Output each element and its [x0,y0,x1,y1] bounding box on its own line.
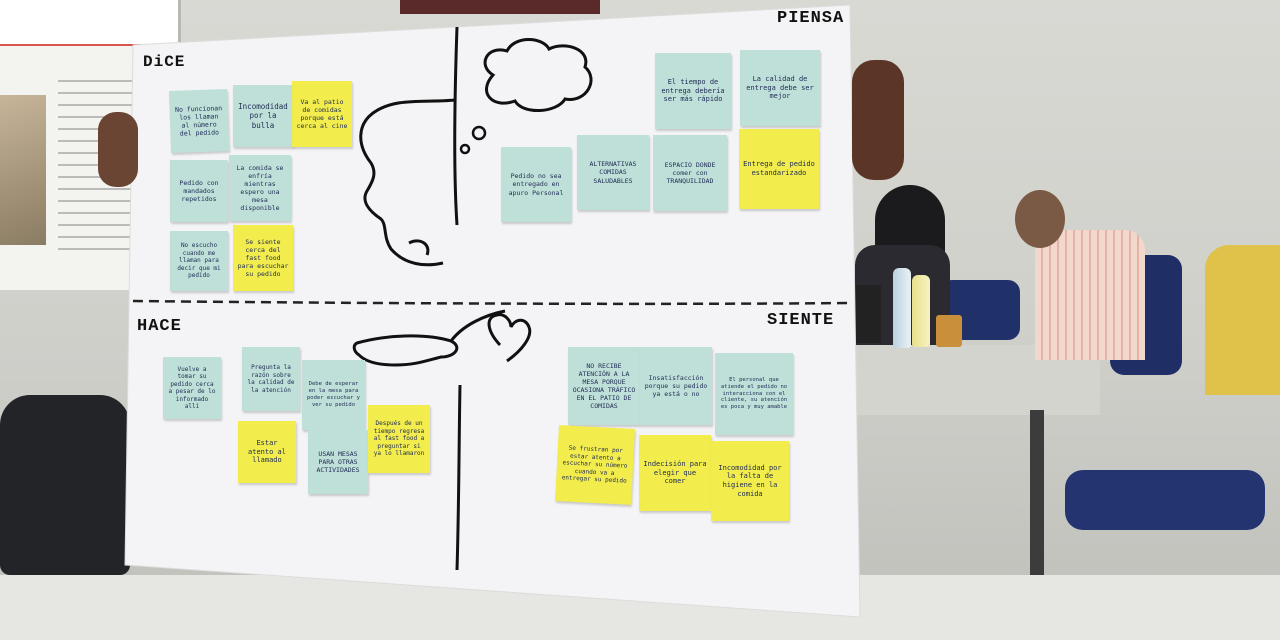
note-text: Pedido no sea entregado en apuro Persona… [508,172,564,197]
sticky-note: El personal que atiende el pedido no int… [715,353,793,435]
face-profile-drawing [359,98,456,267]
note-text: Indecisión para elegir que comer [643,459,707,486]
note-text: Entrega de pedido estandarizado [743,160,815,177]
backpack [0,395,130,575]
note-text: USAN MESAS PARA OTRAS ACTIVIDADES [316,449,360,475]
horizontal-divider [132,299,854,306]
quadrant-label-hace: HACE [137,317,182,336]
person-seated-man [1015,190,1145,360]
note-text: Se siente cerca del fast food para escuc… [237,237,289,279]
note-text: Va al patio de comidas porque está cerca… [296,97,348,131]
chair-seat [1065,470,1265,530]
sticky-note: Estar atento al llamado [238,421,296,483]
sticky-note: USAN MESAS PARA OTRAS ACTIVIDADES [308,430,368,494]
note-text: La calidad de entrega debe ser mejor [746,74,814,101]
note-text: Debe de esperar en la mesa para poder es… [307,381,360,408]
sticky-note: Se frustran por estar atento a escuchar … [555,425,635,505]
sticky-note: La calidad de entrega debe ser mejor [740,50,820,126]
coffee-cup [936,315,962,347]
note-text: Pedido con mandados repetidos [179,178,219,204]
sticky-note: Vuelve a tomar su pedido cerca a pesar d… [163,357,221,419]
sticky-note: Después de un tiempo regresa al fast foo… [368,405,430,473]
sticky-note: Se siente cerca del fast food para escuc… [233,225,293,291]
laptop [853,285,881,343]
slide-header [0,0,178,46]
person-shirt [1035,230,1145,360]
note-text: Pregunta la razón sobre la calidad de la… [247,364,295,394]
thought-bubble-dot-icon [471,125,487,141]
sticky-note: NO RECIBE ATENCIÓN A LA MESA PORQUE OCAS… [568,347,640,425]
sticky-note: No escucho cuando me llaman para decir q… [170,231,228,291]
note-text: La comida se enfría mientras espero una … [236,163,284,213]
hand-holding-board [98,112,138,187]
ceiling-beam [400,0,600,14]
quadrant-label-dice: DiCE [143,53,186,71]
water-bottle [893,268,911,348]
sticky-note: Incomodidad por la falta de higiene en l… [711,441,789,521]
sticky-note: Incomodidad por la bulla [233,85,293,147]
sticky-note: Indecisión para elegir que comer [639,435,711,511]
note-text: Insatisfacción porque su pedido ya está … [644,373,708,399]
vertical-divider-top [453,26,459,226]
note-text: NO RECIBE ATENCIÓN A LA MESA PORQUE OCAS… [572,361,636,411]
hand-holding-board [852,60,904,180]
hand-arm-drawing [449,309,506,342]
empathy-map-board: DiCE PIENSA HACE SIENTE No funcionan los… [124,4,861,620]
sticky-note: Debe de esperar en la mesa para poder es… [302,360,365,430]
note-text: No escucho cuando me llaman para decir q… [177,242,221,280]
note-text: Después de un tiempo regresa al fast foo… [373,420,425,458]
note-text: El tiempo de entrega debería ser más ráp… [661,77,725,104]
sticky-note: Pedido no sea entregado en apuro Persona… [501,147,571,222]
note-text: Incomodidad por la falta de higiene en l… [718,463,782,498]
sticky-note: La comida se enfría mientras espero una … [229,155,291,221]
face-mouth-drawing [408,239,430,256]
pointing-hand-drawing [352,334,459,367]
sticky-note: ESPACIO DONDE comer con TRANQUILIDAD [653,135,727,211]
note-text: ESPACIO DONDE comer con TRANQUILIDAD [664,160,716,186]
sticky-note: Pedido con mandados repetidos [170,160,228,222]
sticky-note: ALTERNATIVAS COMIDAS SALUDABLES [577,135,649,210]
note-text: El personal que atiende el pedido no int… [720,376,788,411]
sticky-note: Va al patio de comidas porque está cerca… [292,81,352,147]
person-yellow-shirt [1205,245,1280,395]
heart-icon [487,313,532,363]
note-text: Incomodidad por la bulla [238,101,288,130]
note-text: Estar atento al llamado [248,438,286,465]
note-text: Se frustran por estar atento a escuchar … [561,444,628,485]
sticky-note: Pregunta la razón sobre la calidad de la… [242,347,300,411]
sticky-note: Entrega de pedido estandarizado [739,129,819,209]
quadrant-label-siente: SIENTE [767,311,835,330]
thought-bubble-icon [483,38,593,113]
sticky-note: El tiempo de entrega debería ser más ráp… [655,53,731,129]
note-text: Vuelve a tomar su pedido cerca a pesar d… [168,365,216,411]
note-text: ALTERNATIVAS COMIDAS SALUDABLES [589,160,637,185]
quadrant-label-piensa: PIENSA [777,9,845,28]
sticky-note: Insatisfacción porque su pedido ya está … [640,347,712,425]
slide-photo [0,95,46,245]
person-head [1015,190,1065,248]
sticky-note: No funcionan los llaman al número del pe… [168,89,230,153]
note-text: No funcionan los llaman al número del pe… [174,103,223,138]
water-bottle [912,275,930,347]
vertical-divider-bottom [455,384,462,571]
thought-bubble-dot-icon [459,143,471,155]
